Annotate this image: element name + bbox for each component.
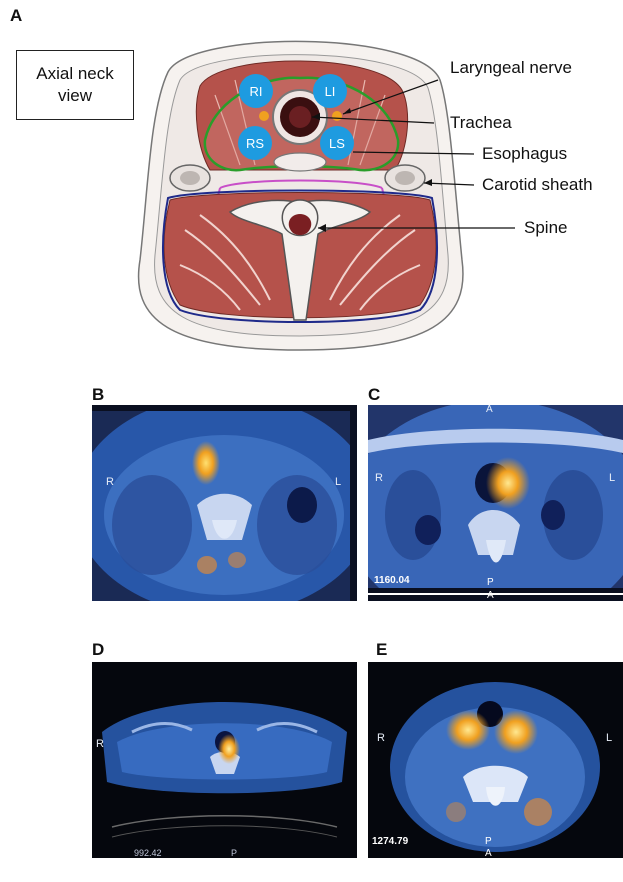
uptake-focus-b (192, 441, 220, 485)
scan-d-readout: 992.42 (134, 848, 162, 858)
label-esophagus: Esophagus (482, 144, 567, 164)
uptake-focus-d (218, 734, 240, 764)
scan-e-orient-r: R (377, 732, 385, 744)
gland-li-label: LI (325, 84, 336, 99)
panel-c-letter: C (368, 385, 380, 405)
uptake-focus-e-left (446, 710, 490, 750)
scan-e-orient-l: L (606, 732, 612, 744)
uptake-focus-e-right (494, 710, 538, 754)
scan-c-orient-p: P (487, 577, 494, 588)
scan-d-orient-r: R (96, 738, 104, 750)
label-laryngeal-nerve: Laryngeal nerve (450, 58, 572, 78)
gland-rs-label: RS (246, 136, 264, 151)
scan-e-orient-a: A (485, 848, 492, 859)
spinal-canal (289, 214, 312, 235)
scan-c-readout: 1160.04 (374, 575, 410, 586)
scan-c-orient-r: R (375, 472, 383, 484)
label-trachea: Trachea (450, 113, 512, 133)
uptake-focus-c (486, 457, 530, 509)
laryngeal-nerve-dot-left (332, 111, 342, 121)
gland-ri-label: RI (250, 84, 263, 99)
pet-ct-scan-d (92, 662, 357, 858)
panel-e-letter: E (376, 640, 387, 660)
label-carotid-sheath: Carotid sheath (482, 175, 593, 195)
scan-e-orient-p: P (485, 836, 492, 847)
scan-c-orient-a-top: A (486, 404, 493, 415)
laryngeal-nerve-dot-right (259, 111, 269, 121)
panel-b-letter: B (92, 385, 104, 405)
scan-b-orient-l: L (335, 476, 341, 488)
scan-d-orient-p: P (231, 848, 237, 858)
pet-ct-scan-b (92, 405, 357, 601)
scan-e-readout: 1274.79 (372, 836, 408, 847)
pet-ct-scan-e (368, 662, 623, 858)
scan-c-orient-a-bottom: A (487, 590, 494, 601)
label-spine: Spine (524, 218, 567, 238)
scan-c-orient-l: L (609, 472, 615, 484)
scan-b-orient-r: R (106, 476, 114, 488)
gland-ls-label: LS (329, 136, 345, 151)
panel-d-letter: D (92, 640, 104, 660)
pet-ct-scan-c (368, 405, 623, 601)
